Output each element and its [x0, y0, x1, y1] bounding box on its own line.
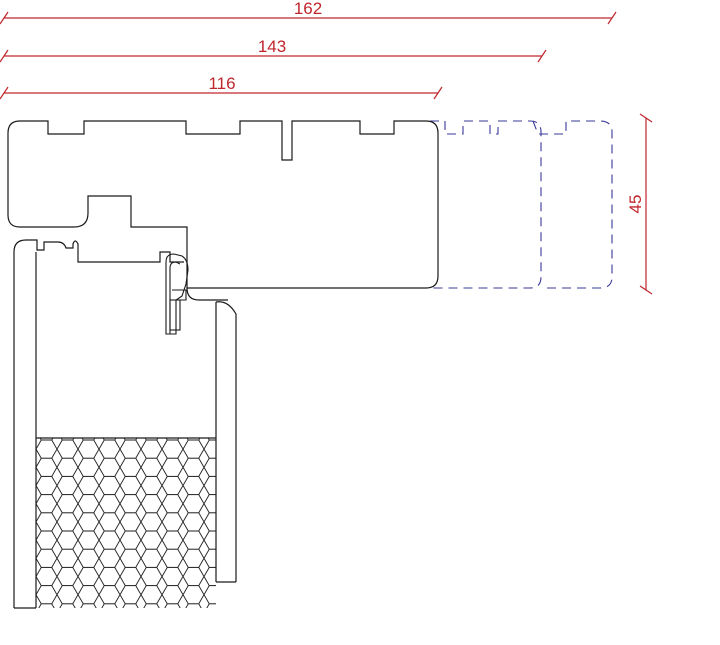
dimension-116-label: 116 [208, 74, 235, 93]
dimension-162-label: 162 [294, 0, 322, 18]
dimension-143: 143 [0, 37, 547, 63]
door-leaf-outline [13, 239, 184, 608]
extension-profile-dashed [430, 120, 613, 289]
honeycomb-core [36, 437, 216, 608]
frame-stop-lip [186, 287, 228, 301]
door-bottom-edge [14, 581, 236, 609]
dimension-45: 45 [626, 113, 653, 295]
door-seal-gasket [165, 253, 189, 335]
dimension-162: 162 [0, 0, 617, 25]
door-right-edge [215, 301, 237, 582]
frame-profile [7, 120, 439, 289]
dimension-143-label: 143 [258, 37, 286, 56]
dimension-45-label: 45 [626, 195, 645, 214]
dimension-116: 116 [0, 74, 443, 100]
